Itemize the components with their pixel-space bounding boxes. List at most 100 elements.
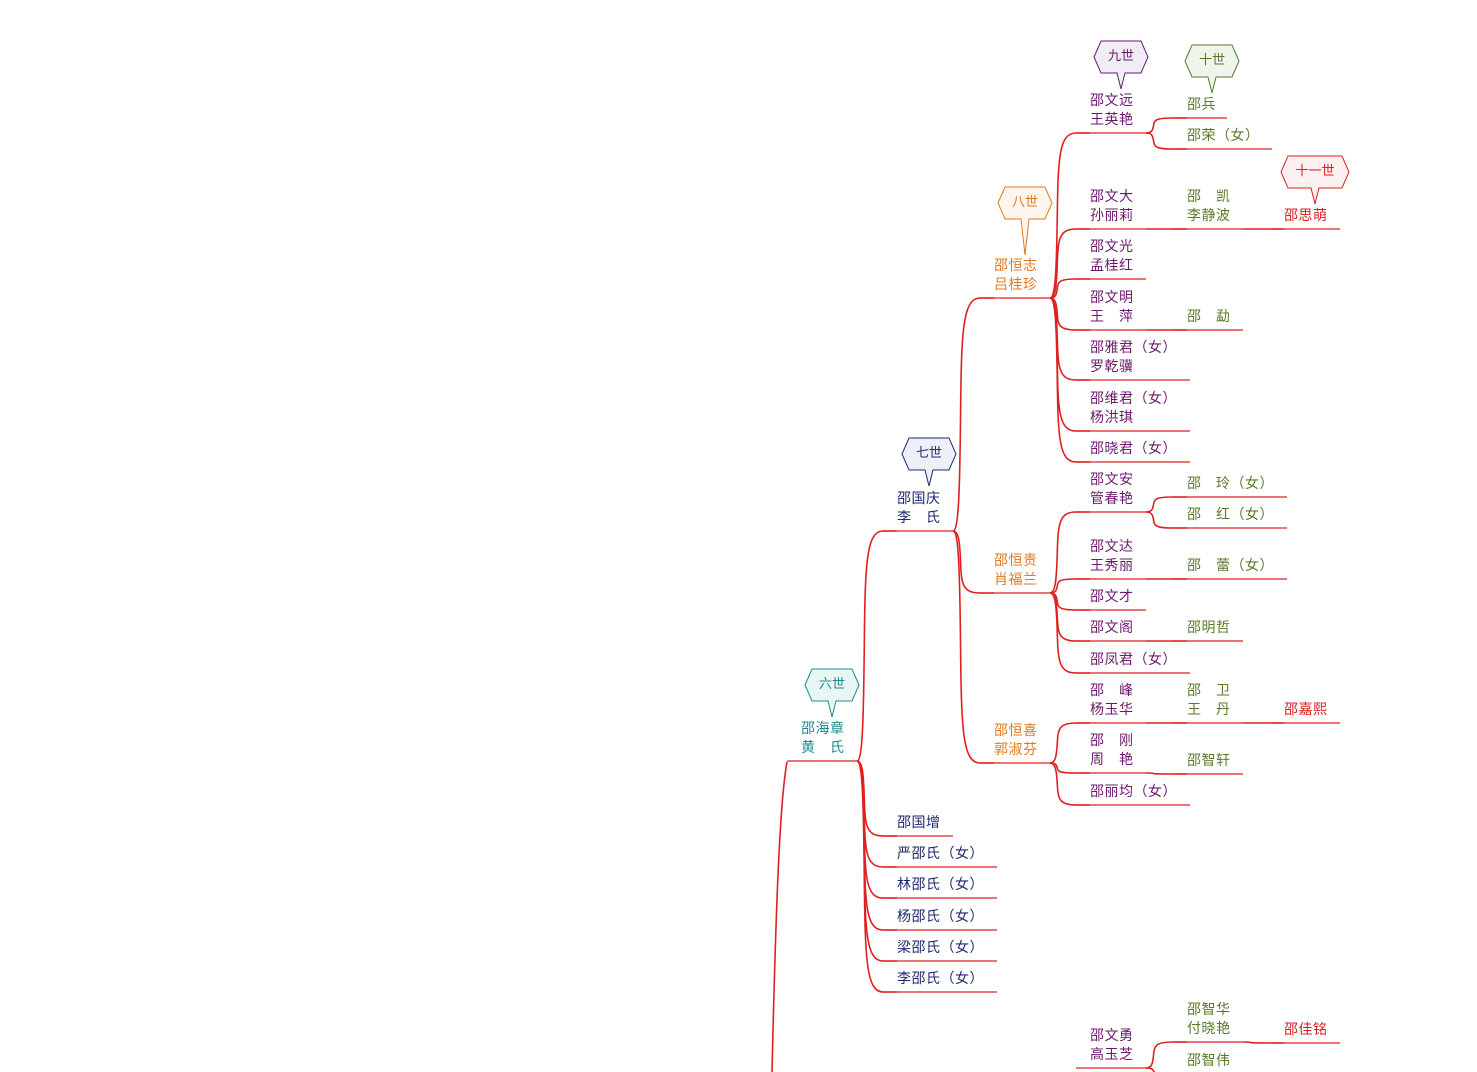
person-name: 梁邵氏（女） — [897, 940, 984, 956]
person-name: 邵 勐 — [1187, 309, 1231, 325]
spouse-name: 李 氏 — [897, 510, 941, 526]
person-name: 邵海章 — [801, 721, 845, 737]
person-node: 邵海章黄 氏 — [801, 720, 845, 758]
hexagon-callout-icon — [1093, 40, 1149, 90]
spouse-name: 高玉芝 — [1090, 1047, 1134, 1063]
person-name: 邵佳铭 — [1284, 1022, 1328, 1038]
branch-line — [1145, 511, 1187, 529]
branch-line — [952, 530, 994, 594]
person-node: 邵佳铭 — [1284, 1021, 1328, 1040]
person-node: 邵智轩 — [1187, 752, 1231, 771]
branch-line — [1145, 1067, 1156, 1072]
spouse-name: 肖福兰 — [994, 572, 1038, 588]
person-name: 邵恒喜 — [994, 723, 1038, 739]
person-node: 严邵氏（女） — [897, 845, 984, 864]
person-name: 严邵氏（女） — [897, 846, 984, 862]
person-name: 邵 卫 — [1187, 683, 1231, 699]
person-node: 邵智华付晓艳 — [1187, 1001, 1231, 1039]
generation-label: 十一世 — [1295, 164, 1335, 179]
branch-line — [1049, 722, 1090, 764]
person-name: 邵文阁 — [1090, 620, 1134, 636]
branch-line — [952, 530, 994, 764]
person-name: 邵 玲（女） — [1187, 476, 1274, 492]
person-name: 邵 刚 — [1090, 733, 1134, 749]
person-name: 邵恒志 — [994, 258, 1038, 274]
branch-line — [856, 530, 897, 762]
person-node: 邵 红（女） — [1187, 506, 1274, 525]
branch-line — [1145, 117, 1187, 134]
person-name: 邵文光 — [1090, 239, 1134, 255]
person-node: 杨邵氏（女） — [897, 908, 984, 927]
person-node: 邵文远王英艳 — [1090, 92, 1134, 130]
generation-badge: 八世 — [997, 186, 1053, 258]
person-node: 邵 峰杨玉华 — [1090, 682, 1134, 720]
spouse-name: 王秀丽 — [1090, 558, 1134, 574]
person-name: 杨邵氏（女） — [897, 909, 984, 925]
person-node: 邵国庆李 氏 — [897, 490, 941, 528]
person-name: 邵凤君（女） — [1090, 652, 1177, 668]
generation-label: 九世 — [1107, 49, 1134, 64]
person-node: 李邵氏（女） — [897, 970, 984, 989]
person-name: 邵文明 — [1090, 290, 1134, 306]
person-node: 邵智伟 — [1187, 1052, 1231, 1071]
branch-line — [1049, 592, 1090, 611]
person-node: 邵 勐 — [1187, 308, 1231, 327]
generation-badge: 十一世 — [1280, 155, 1350, 207]
generation-badge: 九世 — [1093, 40, 1149, 92]
spouse-name: 杨玉华 — [1090, 702, 1134, 718]
person-name: 邵丽均（女） — [1090, 784, 1177, 800]
person-name: 邵 凯 — [1187, 189, 1231, 205]
person-node: 邵恒喜郭淑芬 — [994, 722, 1038, 760]
person-name: 邵兵 — [1187, 97, 1216, 113]
spouse-name: 孟桂红 — [1090, 258, 1134, 274]
person-name: 邵 蕾（女） — [1187, 558, 1274, 574]
person-name: 邵智伟 — [1187, 1053, 1231, 1069]
person-node: 邵凤君（女） — [1090, 651, 1177, 670]
person-node: 邵恒志吕桂珍 — [994, 257, 1038, 295]
spouse-name: 李静波 — [1187, 208, 1231, 224]
spouse-name: 杨洪琪 — [1090, 410, 1134, 426]
branch-line — [1049, 592, 1090, 674]
person-node: 邵明哲 — [1187, 619, 1231, 638]
spouse-name: 罗乾骥 — [1090, 359, 1134, 375]
person-node: 林邵氏（女） — [897, 876, 984, 895]
person-node: 邵嘉熙 — [1284, 701, 1328, 720]
person-node: 邵文安管春艳 — [1090, 471, 1134, 509]
branch-line — [856, 760, 897, 993]
person-node: 邵文达王秀丽 — [1090, 538, 1134, 576]
branch-line — [1049, 297, 1090, 331]
person-name: 邵智华 — [1187, 1002, 1231, 1018]
person-node: 邵文阁 — [1090, 619, 1134, 638]
hexagon-callout-icon — [997, 186, 1053, 256]
person-node: 邵文明王 萍 — [1090, 289, 1134, 327]
hexagon-callout-icon — [1280, 155, 1350, 205]
branch-line — [1049, 278, 1090, 299]
person-name: 邵恒贵 — [994, 553, 1038, 569]
hexagon-callout-icon — [804, 668, 860, 718]
person-node: 邵文大孙丽莉 — [1090, 188, 1134, 226]
person-name: 邵文大 — [1090, 189, 1134, 205]
generation-label: 八世 — [1011, 195, 1038, 210]
person-name: 邵国增 — [897, 815, 941, 831]
branch-line — [1145, 772, 1187, 775]
spouse-name: 王 萍 — [1090, 309, 1134, 325]
person-node: 邵文光孟桂红 — [1090, 238, 1134, 276]
generation-badge: 十世 — [1184, 44, 1240, 96]
branch-line — [1049, 511, 1090, 594]
person-node: 邵国增 — [897, 814, 941, 833]
person-name: 邵智轩 — [1187, 753, 1231, 769]
branch-line — [1049, 132, 1090, 299]
branch-line — [1049, 762, 1090, 806]
person-name: 邵国庆 — [897, 491, 941, 507]
person-node: 梁邵氏（女） — [897, 939, 984, 958]
person-name: 邵文安 — [1090, 472, 1134, 488]
person-name: 邵嘉熙 — [1284, 702, 1328, 718]
person-name: 邵晓君（女） — [1090, 441, 1177, 457]
person-name: 邵文远 — [1090, 93, 1134, 109]
spouse-name: 付晓艳 — [1187, 1021, 1231, 1037]
person-node: 邵维君（女）杨洪琪 — [1090, 390, 1177, 428]
person-name: 林邵氏（女） — [897, 877, 984, 893]
spouse-name: 黄 氏 — [801, 740, 845, 756]
generation-label: 十世 — [1198, 53, 1225, 68]
